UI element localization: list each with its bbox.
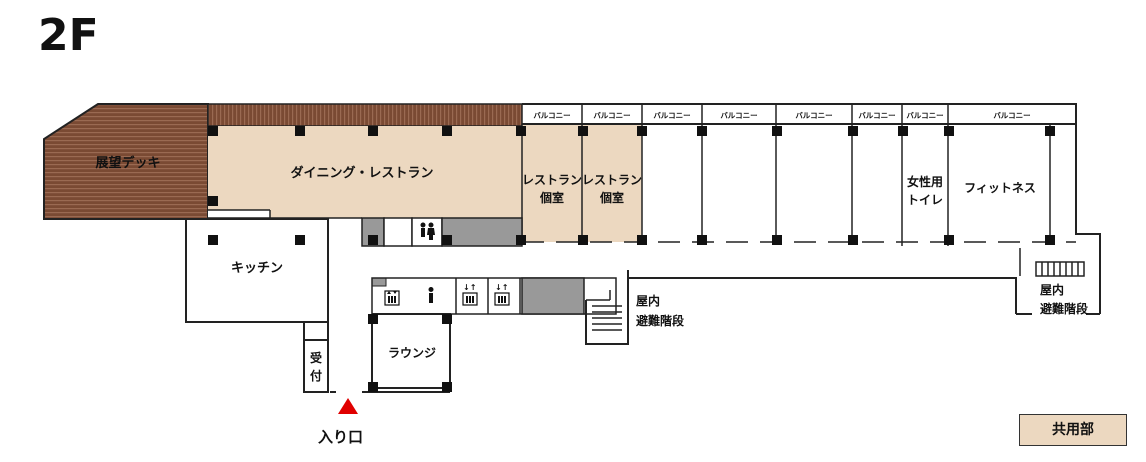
private-room-2: レストラン 個室 xyxy=(582,124,642,242)
stair-east-line1: 屋内 xyxy=(1040,282,1064,297)
balcony-label: バルコニー xyxy=(993,111,1030,120)
balcony-label: バルコニー xyxy=(906,111,943,120)
private-room-1-line1: レストラン xyxy=(522,173,582,187)
lounge: ラウンジ xyxy=(330,313,451,393)
svg-text:↓↑: ↓↑ xyxy=(495,283,508,292)
elevator-icon xyxy=(384,290,400,306)
balcony-label: バルコニー xyxy=(593,111,630,120)
kitchen-label: キッチン xyxy=(231,261,283,276)
person-icon xyxy=(428,287,434,303)
stair-inner-line1: 屋内 xyxy=(636,293,660,308)
floor-title: 2F xyxy=(38,10,99,61)
building-walls xyxy=(521,103,1101,315)
stair-east: 屋内 避難階段 xyxy=(1019,248,1089,316)
dining-restaurant: ダイニング・レストラン xyxy=(208,126,522,219)
elevator-icon: ↓↑ xyxy=(462,283,478,306)
elevator-icon: ↓↑ xyxy=(494,283,510,306)
stair-inner: 屋内 避難階段 xyxy=(585,270,685,345)
kitchen: キッチン xyxy=(185,218,329,323)
private-room-2-line2: 個室 xyxy=(599,190,624,205)
fitness-label: フィットネス xyxy=(964,181,1036,195)
core-area xyxy=(361,217,523,247)
reception-line2: 付 xyxy=(310,368,322,383)
womens-toilet-line2: トイレ xyxy=(907,193,943,207)
stair-east-line2: 避難階段 xyxy=(1040,301,1089,316)
lounge-label: ラウンジ xyxy=(388,346,436,360)
deck-label: 展望デッキ xyxy=(95,155,160,171)
private-room-1-line2: 個室 xyxy=(539,190,564,205)
structural-columns xyxy=(208,126,1055,392)
balcony-label: バルコニー xyxy=(533,111,570,120)
balcony-labels: バルコニー バルコニー バルコニー バルコニー バルコニー バルコニー バルコニ… xyxy=(533,111,1030,120)
entrance-label: 入り口 xyxy=(318,428,364,446)
svg-text:↓↑: ↓↑ xyxy=(463,283,476,292)
womens-toilet-line1: 女性用 xyxy=(907,174,943,189)
stair-inner-line2: 避難階段 xyxy=(636,313,685,328)
balcony-label: バルコニー xyxy=(858,111,895,120)
dining-label: ダイニング・レストラン xyxy=(290,165,433,181)
elevator-hall: ↓↑ ↓↑ xyxy=(371,277,617,315)
private-room-1: レストラン 個室 xyxy=(522,124,582,242)
balcony-label: バルコニー xyxy=(795,111,832,120)
toilet-icon xyxy=(420,222,435,240)
private-room-2-line1: レストラン xyxy=(582,173,642,187)
balcony-label: バルコニー xyxy=(653,111,690,120)
reception-line1: 受 xyxy=(310,350,322,365)
reception: 受 付 xyxy=(303,339,329,393)
entrance-marker xyxy=(338,398,358,414)
balcony-label: バルコニー xyxy=(720,111,757,120)
legend-common-area: 共用部 xyxy=(1019,414,1127,446)
